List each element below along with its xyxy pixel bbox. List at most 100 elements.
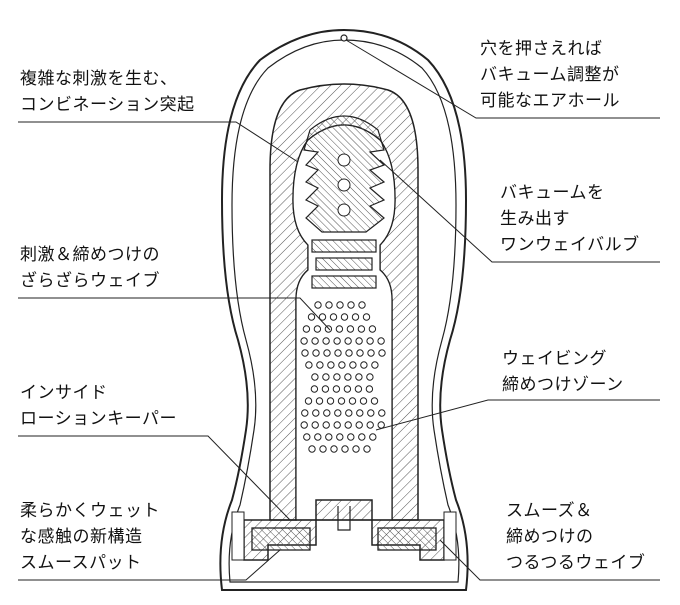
- wave-dot: [303, 433, 311, 441]
- wave-dot: [363, 445, 371, 453]
- wave-dots: [300, 301, 386, 453]
- wave-dot: [332, 385, 341, 393]
- side-clip-left: [231, 511, 245, 561]
- wave-dot: [367, 349, 375, 357]
- wave-dot: [312, 349, 320, 357]
- wave-dot: [366, 421, 374, 429]
- wave-dot: [365, 385, 374, 393]
- wave-dot: [371, 361, 379, 369]
- wave-dot: [378, 409, 386, 417]
- wave-dot: [370, 397, 379, 405]
- label-air-hole: 穴を押さえれば バキューム調整が 可能なエアホール: [480, 39, 620, 111]
- smooth-pad-left: [251, 527, 311, 551]
- wave-dot: [322, 337, 330, 345]
- wave-dot: [367, 409, 375, 417]
- wave-dot: [333, 373, 341, 381]
- rib-rings: [311, 239, 377, 289]
- wave-dot: [347, 301, 355, 309]
- wave-dot: [311, 337, 319, 345]
- wave-dot: [301, 349, 309, 357]
- wave-dot: [307, 313, 316, 321]
- wave-dot: [341, 445, 349, 453]
- wave-dot: [304, 397, 313, 405]
- wave-dot: [310, 385, 319, 393]
- wave-dot: [327, 361, 335, 369]
- combination-nubs: [303, 115, 386, 233]
- wave-dot: [356, 409, 364, 417]
- nub-dot: [337, 203, 351, 217]
- wave-dot: [301, 409, 309, 417]
- wave-dot: [336, 433, 344, 441]
- label-wave: 刺激＆締めつけの ざらざらウェイブ: [20, 245, 160, 291]
- wave-dot: [334, 349, 342, 357]
- wave-dot: [313, 325, 322, 333]
- wave-dot: [318, 313, 327, 321]
- wave-dot: [334, 409, 342, 417]
- wave-dot: [330, 445, 338, 453]
- wave-dot: [357, 325, 366, 333]
- wave-dot: [354, 385, 363, 393]
- wave-dot: [308, 445, 316, 453]
- wave-dot: [369, 433, 377, 441]
- wave-dot: [378, 349, 386, 357]
- air-hole: [340, 34, 348, 42]
- wave-dot: [358, 433, 366, 441]
- wave-dot: [352, 445, 360, 453]
- wave-dot: [351, 313, 360, 321]
- wave-dot: [333, 421, 341, 429]
- wave-dot: [335, 325, 344, 333]
- label-slick-wave: スムーズ＆ 締めつけの つるつるウェイブ: [506, 501, 646, 573]
- wave-dot: [348, 397, 357, 405]
- label-lotion-keeper: インサイド ローションキーパー: [20, 383, 177, 429]
- wave-dot: [355, 337, 363, 345]
- wave-dot: [314, 301, 322, 309]
- wave-dot: [368, 325, 377, 333]
- wave-dot: [305, 361, 313, 369]
- wave-dot: [344, 337, 352, 345]
- wave-dot: [344, 421, 352, 429]
- wave-dot: [302, 325, 311, 333]
- outer-case: [219, 28, 469, 591]
- wave-dot: [311, 373, 319, 381]
- wave-dot: [315, 397, 324, 405]
- wave-dot: [366, 337, 374, 345]
- label-waving-zone: ウェイビング 締めつけゾーン: [502, 349, 624, 395]
- wave-dot: [300, 337, 308, 345]
- wave-dot: [377, 421, 385, 429]
- nub-dot: [337, 153, 351, 167]
- wave-dot: [343, 385, 352, 393]
- wave-dot: [345, 349, 353, 357]
- wave-dot: [321, 385, 330, 393]
- wave-dot: [338, 361, 346, 369]
- label-one-way-valve: バキュームを 生み出す ワンウェイバルブ: [500, 183, 640, 255]
- label-smooth-pad: 柔らかくウェット な感触の新構造 スムースパット: [20, 501, 160, 573]
- wave-dot: [322, 373, 330, 381]
- wave-dot: [345, 409, 353, 417]
- wave-dot: [300, 421, 308, 429]
- wave-dot: [311, 421, 319, 429]
- nub-dot: [337, 178, 351, 192]
- wave-dot: [323, 409, 331, 417]
- one-way-valve-slot: [337, 506, 351, 531]
- wave-dot: [319, 445, 327, 453]
- wave-dot: [344, 373, 352, 381]
- wave-dot: [358, 301, 366, 309]
- wave-dot: [377, 337, 385, 345]
- wave-dot: [322, 421, 330, 429]
- wave-dot: [355, 373, 363, 381]
- wave-dot: [355, 421, 363, 429]
- wave-dot: [325, 433, 333, 441]
- leader-lines: [18, 39, 660, 581]
- wave-dot: [349, 361, 357, 369]
- side-clip-right: [443, 511, 457, 561]
- wave-dot: [312, 409, 320, 417]
- wave-dot: [337, 397, 346, 405]
- wave-dot: [340, 313, 349, 321]
- label-combination-nubs: 複雑な刺激を生む、 コンビネーション突起: [20, 69, 195, 115]
- wave-dot: [336, 301, 344, 309]
- wave-dot: [333, 337, 341, 345]
- smooth-pad-right: [377, 527, 437, 551]
- wave-dot: [347, 433, 355, 441]
- wave-dot: [360, 361, 368, 369]
- wave-dot: [356, 349, 364, 357]
